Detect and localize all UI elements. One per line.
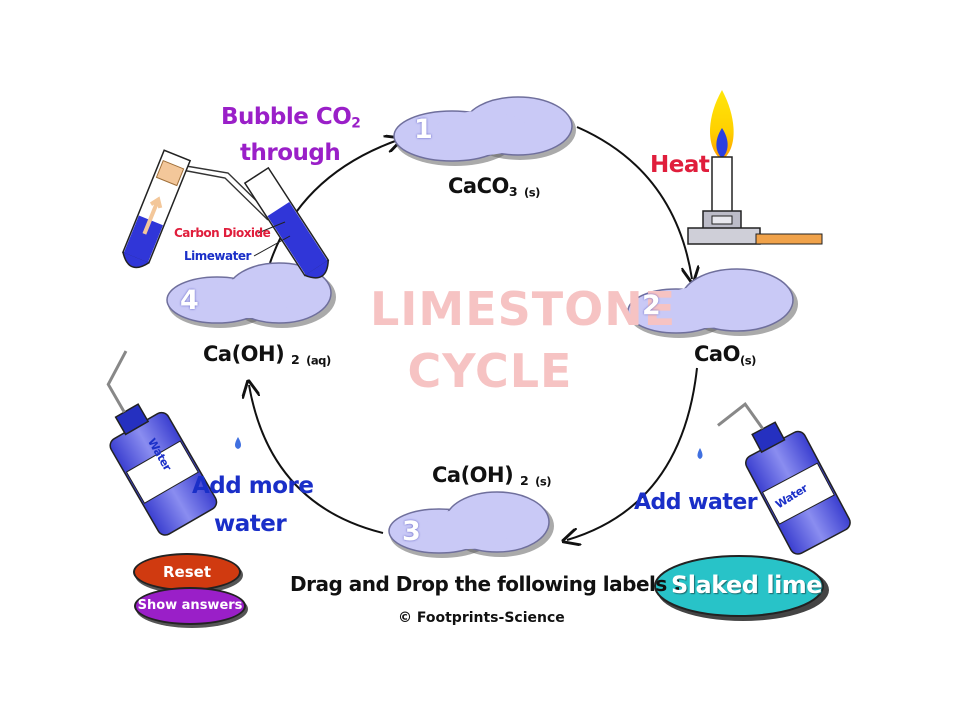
- bunsen-burner: [687, 90, 823, 245]
- stage-4-number: 4: [180, 285, 199, 316]
- cycle-title-line1: LIMESTONE: [370, 282, 677, 336]
- add-more-water-label: water: [214, 511, 287, 537]
- test-tube-apparatus: [121, 149, 330, 279]
- arrow-1-to-2: [576, 126, 692, 279]
- stage-1-formula: CaCO3 (s): [448, 174, 540, 200]
- add-water-label: Add water: [634, 490, 758, 515]
- add-more-label: Add more: [192, 473, 314, 499]
- water-drop-left: [235, 437, 241, 449]
- stage-1-number: 1: [414, 114, 433, 145]
- instruction-text: Drag and Drop the following labels :: [290, 572, 681, 596]
- arrow-3-to-4: [249, 385, 384, 534]
- carbon-dioxide-label: Carbon Dioxide: [174, 226, 271, 240]
- wash-bottle-left: [106, 350, 218, 536]
- water-drop-right: [697, 448, 703, 459]
- stage-2-number: 2: [642, 290, 661, 321]
- stage-2-formula: CaO(s): [694, 342, 756, 368]
- drop-zone-2[interactable]: [628, 270, 796, 336]
- drop-zone-4[interactable]: [166, 264, 334, 328]
- stage-3-number: 3: [402, 516, 421, 547]
- blob-2: [627, 268, 798, 338]
- blob-3: [388, 491, 554, 558]
- through-label: through: [240, 140, 341, 166]
- reset-button[interactable]: Reset: [133, 553, 241, 591]
- wash-bottle-right: [717, 402, 851, 555]
- limewater-label: Limewater: [184, 249, 251, 263]
- drop-zone-1[interactable]: [395, 98, 575, 164]
- blob-4: [166, 262, 336, 328]
- cycle-title-line2: CYCLE: [407, 344, 573, 398]
- slaked-lime-draggable[interactable]: Slaked lime: [655, 557, 823, 617]
- stage-4-formula: Ca(OH) 2 (aq): [203, 342, 331, 368]
- drop-zone-3[interactable]: [390, 493, 552, 557]
- heat-label: Heat: [650, 152, 710, 178]
- arrow-2-to-3: [567, 367, 698, 540]
- show-answers-button[interactable]: Show answers: [134, 587, 246, 625]
- stage-3-formula: Ca(OH) 2 (s): [432, 463, 552, 489]
- blob-1: [393, 96, 576, 166]
- bubble-co2-label: Bubble CO2: [221, 104, 361, 132]
- copyright-text: © Footprints-Science: [398, 610, 565, 626]
- slaked-lime-text: Slaked lime: [671, 571, 823, 599]
